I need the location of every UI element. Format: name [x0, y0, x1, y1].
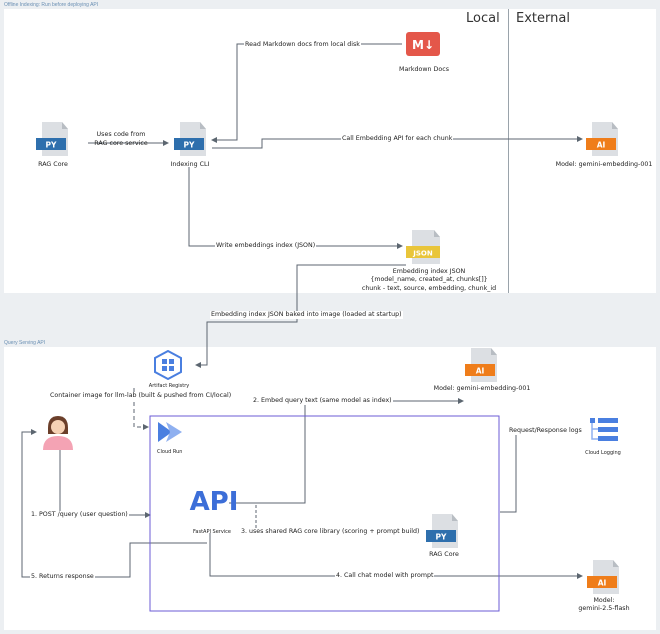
fastapi-label: FastAPI Service [192, 529, 232, 535]
python-file-icon: PY [426, 514, 460, 548]
svg-text:AI: AI [597, 141, 606, 150]
local-external-divider [508, 9, 509, 293]
svg-text:PY: PY [436, 533, 447, 542]
label-read-markdown: Read Markdown docs from local disk [244, 41, 361, 49]
svg-text:PY: PY [184, 141, 195, 150]
serving-section-label: Query Serving API [4, 340, 46, 346]
svg-text:PY: PY [46, 141, 57, 150]
svg-text:API: API [190, 487, 239, 516]
label-uses-shared: 3. uses shared RAG core library (scoring… [240, 528, 421, 536]
ai-model-icon: AI [587, 560, 621, 594]
embedding-index-schema: {model_name, created_at, chunks[]} [370, 276, 488, 283]
cloud-run-icon [156, 420, 186, 444]
markdown-docs-icon: M↓ [406, 32, 440, 56]
label-uses-code-1: Uses code from [96, 131, 146, 138]
cloud-logging-icon [588, 416, 620, 444]
label-call-chat: 4. Call chat model with prompt [335, 572, 435, 580]
label-post-query: 1. POST /query (user question) [30, 511, 129, 519]
python-file-icon: PY [36, 122, 70, 156]
svg-text:M↓: M↓ [412, 38, 434, 52]
edge-req-resp-logs [500, 428, 581, 513]
embedding-model-top-label: Model: gemini-embedding-001 [555, 161, 653, 168]
cloud-logging-label: Cloud Logging [585, 450, 621, 456]
cloud-run-boundary [149, 415, 500, 612]
label-container-image: Container image for llm-lab (built & pus… [49, 392, 233, 400]
edge-baked-in [195, 264, 406, 368]
indexing-cli-label: Indexing CLI [170, 161, 210, 168]
embedding-index-title: Embedding index JSON [392, 268, 466, 275]
offline-section-label: Offline Indexing: Run before deploying A… [4, 2, 99, 8]
edge-container-image [133, 388, 149, 430]
svg-text:AI: AI [476, 367, 485, 376]
label-write-index: Write embeddings index (JSON) [215, 242, 317, 250]
json-file-icon: JSON [406, 230, 442, 264]
label-baked-in: Embedding index JSON baked into image (l… [210, 311, 403, 319]
embedding-model-bottom-label: Model: gemini-embedding-001 [433, 385, 531, 392]
rag-core-top-label: RAG Core [38, 161, 68, 168]
label-embed-query: 2. Embed query text (same model as index… [252, 397, 393, 405]
label-req-resp-logs: Request/Response logs [508, 427, 583, 435]
edge-post-query [59, 449, 151, 518]
label-call-embedding: Call Embedding API for each chunk [341, 135, 454, 143]
label-uses-code-2: RAG core service [94, 140, 148, 147]
edge-call-chat [209, 533, 583, 579]
fastapi-api-icon: API [186, 486, 242, 517]
svg-text:JSON: JSON [412, 250, 433, 258]
cloud-run-label: Cloud Run [157, 449, 183, 455]
edge-write-index [188, 167, 403, 249]
rag-core-bottom-label: RAG Core [429, 551, 459, 558]
artifact-registry-icon [152, 349, 184, 381]
local-heading: Local [466, 11, 500, 26]
label-returns: 5. Returns response [30, 573, 95, 581]
edge-read-markdown [211, 43, 402, 143]
chat-model-label-2: gemini-2.5-flash [578, 605, 630, 612]
python-file-icon: PY [174, 122, 208, 156]
svg-text:AI: AI [598, 579, 607, 588]
ai-model-icon: AI [465, 348, 499, 382]
artifact-registry-label: Artifact Registry [148, 383, 190, 389]
markdown-docs-label: Markdown Docs [399, 66, 449, 73]
ai-model-icon: AI [586, 122, 620, 156]
chat-model-label-1: Model: [593, 597, 615, 604]
embedding-index-chunk: chunk - text, source, embedding, chunk_i… [361, 285, 497, 292]
user-avatar-icon [40, 414, 76, 450]
external-heading: External [516, 11, 570, 26]
